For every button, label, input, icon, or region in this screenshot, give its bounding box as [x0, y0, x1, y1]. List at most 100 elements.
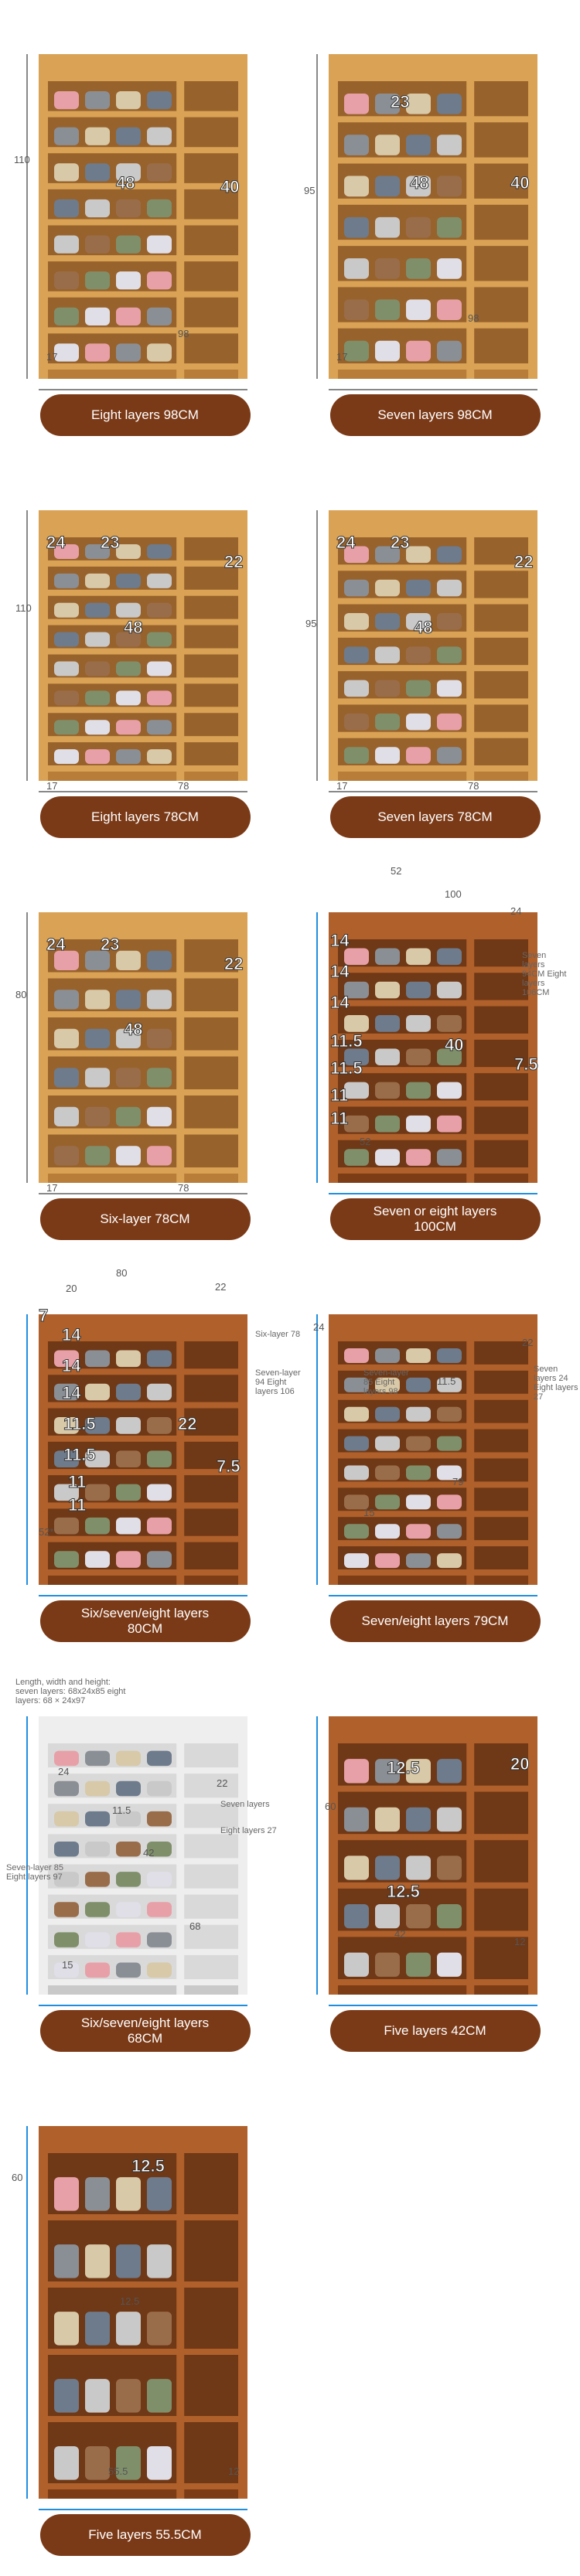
shoe: [54, 1841, 79, 1857]
shoe: [116, 1028, 141, 1048]
variant-label-pill[interactable]: Seven layers 78CM: [329, 796, 541, 838]
shoe: [116, 2244, 141, 2278]
shoe: [344, 1348, 369, 1363]
shoe: [344, 1406, 369, 1422]
dimension-label: 11: [67, 1472, 87, 1491]
shelf: [335, 1033, 531, 1040]
dimension-label: 22: [223, 954, 244, 973]
dimension-label: 14: [329, 962, 350, 981]
shoe: [406, 981, 431, 999]
shoe: [147, 1962, 172, 1978]
shoe: [147, 1106, 172, 1126]
shelf: [335, 1000, 531, 1007]
dimension-label: 24: [46, 935, 66, 954]
shelf: [335, 1481, 531, 1488]
shoe: [147, 343, 172, 362]
shoe: [344, 1952, 369, 1977]
shoe: [85, 1417, 110, 1434]
shoe: [116, 1902, 141, 1917]
shoe: [116, 1417, 141, 1434]
shoe: [116, 1872, 141, 1887]
variant-label-pill[interactable]: Six/seven/eight layers 80CM: [39, 1600, 251, 1642]
shelf: [45, 1797, 241, 1804]
shelf: [335, 1785, 531, 1792]
shoe: [147, 271, 172, 290]
shoe: [437, 680, 462, 697]
shoe: [344, 1377, 369, 1392]
shoe: [147, 950, 172, 970]
shoe: [437, 299, 462, 321]
shoe: [437, 1553, 462, 1569]
variant-label-pill[interactable]: Six/seven/eight layers 68CM: [39, 2010, 251, 2052]
shoe: [375, 1952, 400, 1977]
shoe: [54, 1932, 79, 1947]
shoe: [344, 713, 369, 731]
shoe: [54, 1962, 79, 1978]
shoe: [147, 1146, 172, 1166]
dimension-label: 40: [510, 173, 530, 193]
shoe: [375, 1903, 400, 1929]
variant-label-pill[interactable]: Eight layers 78CM: [39, 796, 251, 838]
shoe: [344, 1807, 369, 1832]
shoe-rack-illustration: [26, 1314, 247, 1596]
shoe: [85, 90, 110, 110]
shoe: [375, 1082, 400, 1099]
dimension-label: 79: [452, 1476, 464, 1487]
shelf: [335, 765, 531, 772]
variant-label-pill[interactable]: Eight layers 98CM: [39, 394, 251, 436]
shelf: [335, 1930, 531, 1937]
shoe: [437, 546, 462, 564]
dimension-label: 23: [100, 533, 120, 552]
shoe: [147, 661, 172, 676]
shoe: [147, 1872, 172, 1887]
shoe: [116, 1146, 141, 1166]
shoe: [375, 1553, 400, 1569]
shoe: [54, 1417, 79, 1434]
shoe: [406, 1553, 431, 1569]
shoe: [344, 613, 369, 630]
shoe: [85, 1962, 110, 1978]
shoe: [85, 127, 110, 145]
shoe: [406, 613, 431, 630]
shoe-rack-illustration: [316, 1716, 537, 2006]
shoe: [437, 1952, 462, 1977]
shoe: [406, 1436, 431, 1451]
variant-label-pill[interactable]: Seven or eight layers 100CM: [329, 1198, 541, 1240]
variant-label-pill[interactable]: Seven/eight layers 79CM: [329, 1600, 541, 1642]
shelf: [335, 1364, 531, 1371]
shoe: [406, 1406, 431, 1422]
variant-label-pill[interactable]: Six-layer 78CM: [39, 1198, 251, 1240]
shoe: [344, 1553, 369, 1569]
shelf: [45, 1979, 241, 1985]
shoe: [344, 546, 369, 564]
shoe: [116, 1841, 141, 1857]
shelf: [45, 1089, 241, 1095]
shoe: [344, 258, 369, 279]
dimension-label: 22: [217, 1777, 228, 1789]
shoe: [406, 1015, 431, 1032]
dimension-label: 22: [522, 1337, 534, 1348]
shoe: [375, 1759, 400, 1784]
shelf: [45, 1128, 241, 1135]
variant-label-pill[interactable]: Five layers 42CM: [329, 2010, 541, 2052]
shoe: [147, 2446, 172, 2480]
dimension-label: 14: [329, 993, 350, 1012]
shoe: [344, 1494, 369, 1510]
shelf: [45, 255, 241, 262]
shoe: [85, 950, 110, 970]
shoe: [375, 340, 400, 362]
shoe: [116, 2379, 141, 2413]
shoe: [85, 544, 110, 559]
shoe-rack-illustration: [26, 912, 247, 1194]
dimension-label: 7.5: [217, 1457, 241, 1476]
shoe: [54, 1517, 79, 1535]
shoe: [406, 713, 431, 731]
shoe: [406, 340, 431, 362]
shoe: [85, 602, 110, 618]
dimension-label: Length, width and height: seven layers: …: [15, 1678, 126, 1706]
variant-label-pill[interactable]: Five layers 55.5CM: [39, 2514, 251, 2556]
shoe: [375, 1015, 400, 1032]
variant-label-pill[interactable]: Seven layers 98CM: [329, 394, 541, 436]
dimension-label: Seven-layer 94 Eight layers 106: [255, 1368, 301, 1397]
